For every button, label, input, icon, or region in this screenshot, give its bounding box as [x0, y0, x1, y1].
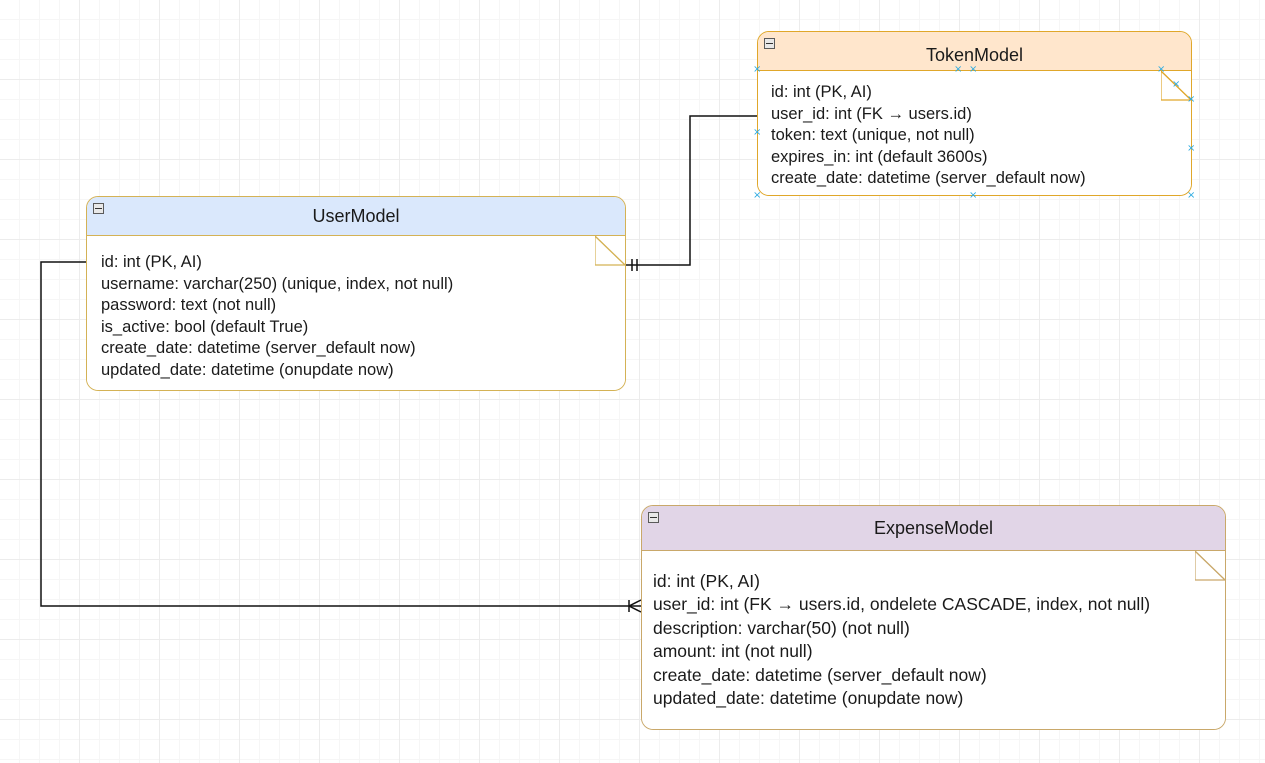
selection-handle-icon[interactable]: × [1157, 64, 1166, 75]
selection-handle-icon[interactable]: × [1187, 143, 1196, 154]
entity-fields[interactable]: id: int (PK, AI) user_id: int (FK → user… [758, 71, 1191, 195]
field-row: user_id: int (FK → users.id) [771, 104, 972, 123]
entity-fields[interactable]: id: int (PK, AI) username: varchar(250) … [87, 236, 625, 390]
field-row: amount: int (not null) [653, 641, 813, 662]
relation-user-expense[interactable] [40, 261, 641, 607]
field-row: password: text (not null) [101, 296, 277, 315]
folded-corner-icon [595, 236, 625, 266]
field-row: user_id: int (FK → users.id, ondelete CA… [653, 594, 1151, 615]
relation-user-token[interactable] [626, 115, 757, 266]
selection-handle-icon[interactable]: × [753, 127, 762, 138]
field-row: create_date: datetime (server_default no… [771, 169, 1086, 188]
field-row: expires_in: int (default 3600s) [771, 147, 988, 166]
crows-foot-marker [628, 599, 642, 607]
entity-header[interactable]: ExpenseModel [642, 506, 1225, 551]
selection-handle-icon[interactable]: × [753, 64, 762, 75]
entity-expense-model[interactable]: ExpenseModel id: int (PK, AI) user_id: i… [641, 505, 1226, 730]
field-row: id: int (PK, AI) [101, 253, 202, 271]
field-row: is_active: bool (default True) [101, 317, 309, 336]
selection-handle-icon[interactable]: × [954, 64, 963, 75]
folded-corner-icon [1195, 551, 1225, 581]
minus-square-icon[interactable] [764, 38, 775, 49]
entity-header[interactable]: UserModel [87, 197, 625, 236]
field-row: updated_date: datetime (onupdate now) [653, 688, 964, 709]
selection-handle-icon[interactable]: × [969, 64, 978, 75]
entity-header[interactable]: TokenModel [758, 32, 1191, 71]
field-row: id: int (PK, AI) [653, 571, 760, 591]
crows-foot-marker [628, 605, 642, 613]
minus-square-icon[interactable] [93, 203, 104, 214]
selection-handle-icon[interactable]: × [1172, 79, 1181, 90]
field-row: username: varchar(250) (unique, index, n… [101, 274, 454, 293]
field-row: description: varchar(50) (not null) [653, 617, 910, 638]
selection-handle-icon[interactable]: × [969, 190, 978, 201]
entity-token-model[interactable]: TokenModel id: int (PK, AI) user_id: int… [757, 31, 1192, 196]
selection-handle-icon[interactable]: × [1187, 94, 1196, 105]
entity-user-model[interactable]: UserModel id: int (PK, AI) username: var… [86, 196, 626, 391]
entity-title: TokenModel [925, 45, 1024, 65]
field-row: updated_date: datetime (onupdate now) [101, 360, 394, 379]
field-row: create_date: datetime (server_default no… [653, 664, 987, 685]
minus-square-icon[interactable] [648, 512, 659, 523]
entity-title: ExpenseModel [873, 518, 994, 538]
field-row: token: text (unique, not null) [771, 126, 975, 145]
field-row: id: int (PK, AI) [771, 83, 872, 101]
selection-handle-icon[interactable]: × [753, 190, 762, 201]
entity-fields[interactable]: id: int (PK, AI) user_id: int (FK → user… [642, 551, 1225, 729]
folded-corner-icon [1161, 71, 1191, 101]
entity-title: UserModel [312, 206, 400, 226]
selection-handle-icon[interactable]: × [1187, 190, 1196, 201]
field-row: create_date: datetime (server_default no… [101, 339, 416, 358]
